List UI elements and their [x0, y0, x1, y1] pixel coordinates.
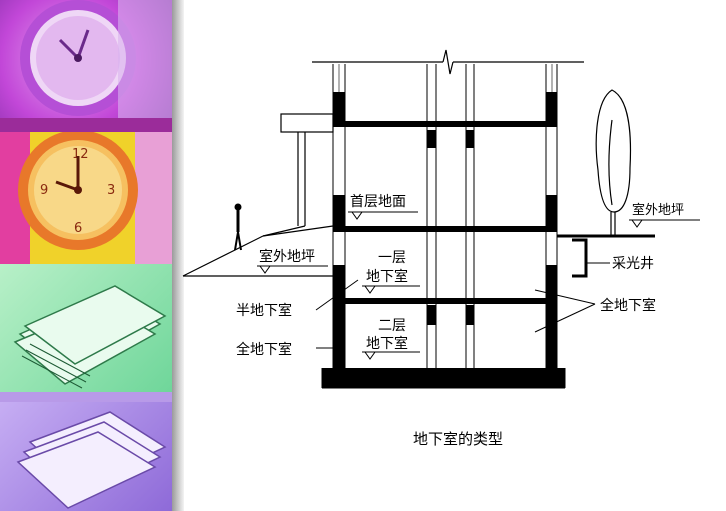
- svg-text:6: 6: [74, 221, 82, 236]
- floor-slabs: [322, 121, 565, 388]
- papers-image-violet: [0, 392, 172, 511]
- papers-image-green: [0, 264, 172, 392]
- light-well: [557, 234, 655, 278]
- papers-icon: [13, 285, 167, 389]
- label-basement-2-line2: 地下室: [366, 335, 408, 352]
- svg-text:9: 9: [40, 183, 48, 198]
- entrance-ramp: [182, 225, 334, 277]
- label-basement-1-line2: 地下室: [366, 268, 408, 285]
- label-outdoor-ground-left: 室外地坪: [259, 248, 315, 265]
- label-basement-2-line1: 二层: [378, 318, 406, 334]
- columns: [332, 64, 558, 372]
- clock-image-purple: [0, 0, 172, 132]
- level-markers: [257, 211, 700, 360]
- label-full-basement-right: 全地下室: [600, 297, 656, 314]
- svg-text:12: 12: [72, 147, 89, 162]
- label-outdoor-ground-right: 室外地坪: [632, 202, 684, 218]
- wall-segments: [333, 92, 557, 370]
- person-figure: [234, 203, 242, 251]
- clock-icon: [0, 0, 172, 132]
- label-first-floor: 首层地面: [350, 194, 406, 210]
- label-full-basement-left: 全地下室: [236, 341, 292, 358]
- entrance-canopy: [280, 113, 334, 226]
- clock-icon: 12 3 6 9: [0, 132, 172, 264]
- break-line: [312, 49, 584, 75]
- label-light-well: 采光井: [612, 256, 654, 272]
- label-basement-1-line1: 一层: [378, 250, 406, 266]
- clock-image-orange: 12 3 6 9: [0, 132, 172, 264]
- sidebar-shadow: [172, 0, 184, 511]
- diagram-caption: 地下室的类型: [413, 430, 503, 448]
- svg-text:3: 3: [107, 183, 115, 198]
- decorative-sidebar: 12 3 6 9: [0, 0, 172, 511]
- leader-lines: [315, 279, 596, 349]
- papers-icon: [0, 392, 172, 509]
- label-semi-basement: 半地下室: [236, 302, 292, 319]
- tree-icon: [595, 89, 632, 236]
